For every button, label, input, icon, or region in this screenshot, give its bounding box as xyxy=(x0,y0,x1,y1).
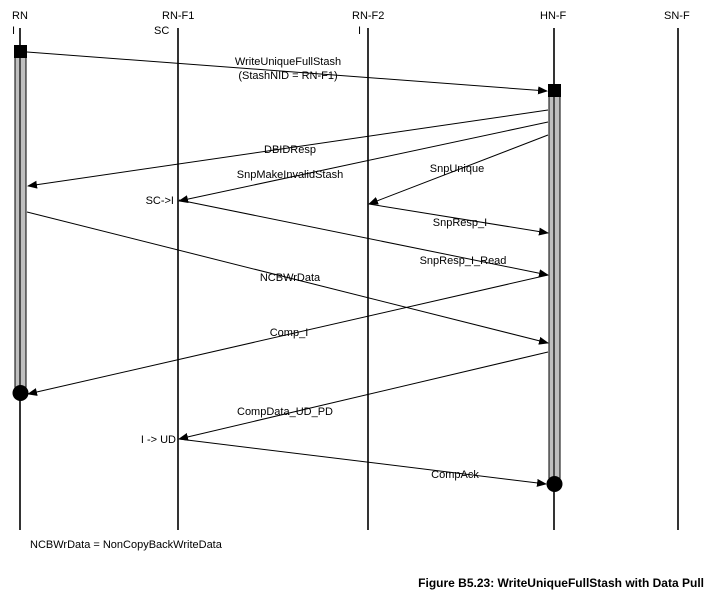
end-marker-hnf xyxy=(546,476,563,492)
node-rn-state: I xyxy=(12,25,15,37)
label-ncbwrdata: NCBWrData xyxy=(260,272,321,284)
state-change-rnf1: SC->I xyxy=(146,195,174,207)
node-rnf2-name: RN-F2 xyxy=(352,10,384,22)
node-snf-name: SN-F xyxy=(664,10,690,22)
arrow-comp-i xyxy=(27,274,549,396)
arrow-compack xyxy=(178,438,547,487)
figure-caption: Figure B5.23: WriteUniqueFullStash with … xyxy=(418,576,704,590)
node-rn-name: RN xyxy=(12,10,28,22)
node-rnf1-state: SC xyxy=(154,25,169,37)
state-change-rnf1-final: I -> UD xyxy=(141,434,176,446)
label-compack: CompAck xyxy=(431,469,479,481)
label-snpresp-i: SnpResp_I xyxy=(433,217,487,229)
label-snpresp-i-read: SnpResp_I_Read xyxy=(420,255,507,267)
arrow-snpresp-i-read xyxy=(178,199,549,278)
arrow-writeuniquefullstash xyxy=(26,51,548,95)
node-hnf-name: HN-F xyxy=(540,10,567,22)
label-writeuniquefullstash-stashnid: (StashNID = RN-F1) xyxy=(238,70,337,82)
arrow-dbidresp xyxy=(27,109,549,189)
arrow-compdata-ud-pd xyxy=(178,351,549,441)
label-dbidresp: DBIDResp xyxy=(264,144,316,156)
arrow-snpresp-i xyxy=(368,203,549,236)
arrow-snpmakeinvalidstash xyxy=(178,121,549,204)
label-snpmakeinvalidstash: SnpMakeInvalidStash xyxy=(237,169,343,181)
arrow-ncbwrdata xyxy=(26,211,549,345)
end-marker-rn xyxy=(12,385,29,401)
label-compdata-ud-pd: CompData_UD_PD xyxy=(237,406,333,418)
label-comp-i: Comp_I xyxy=(270,327,309,339)
start-marker-rn xyxy=(14,45,27,58)
node-rnf2-state: I xyxy=(358,25,361,37)
start-marker-hnf xyxy=(548,84,561,97)
node-rnf1-name: RN-F1 xyxy=(162,10,194,22)
footnote: NCBWrData = NonCopyBackWriteData xyxy=(30,539,222,551)
label-snpunique: SnpUnique xyxy=(430,163,484,175)
label-writeuniquefullstash: WriteUniqueFullStash xyxy=(235,56,341,68)
arrow-snpunique xyxy=(368,134,549,205)
